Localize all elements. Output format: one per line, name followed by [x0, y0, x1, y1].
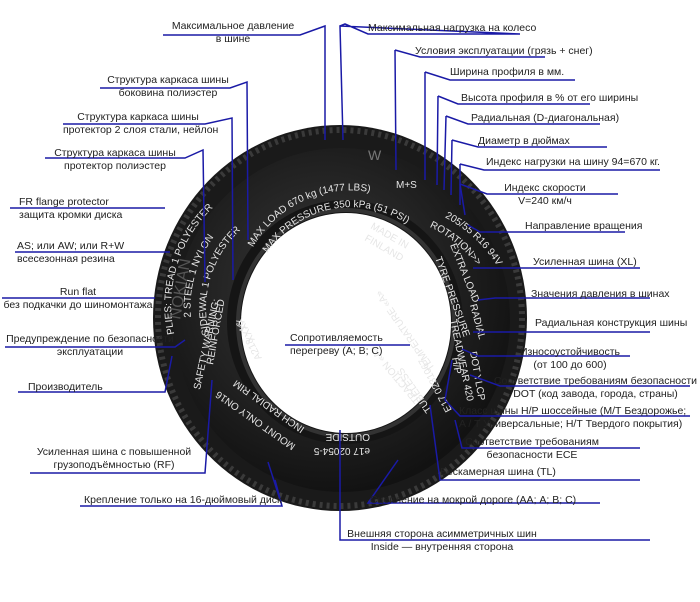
leader-pressure-values — [477, 297, 650, 301]
label-traction: Сцепление на мокрой дороге (АА; А; В; С) — [370, 494, 577, 506]
label-max-load: Максимальная нагрузка на колесо — [368, 22, 537, 34]
leader-manufacturer — [18, 355, 173, 393]
leader-lines — [2, 23, 690, 541]
leader-rf — [30, 379, 213, 474]
leader-ply-steel — [63, 117, 234, 281]
sidewall-ms: M+S — [396, 180, 417, 191]
leader-ece — [454, 419, 640, 449]
label-rotation: Направление вращения — [525, 220, 643, 232]
leader-traction — [366, 459, 600, 504]
label-load-index: Индекс нагрузки на шину 94=670 кг. — [486, 156, 660, 168]
label-tubeless: Бескамерная шина (TL) — [440, 466, 556, 478]
leader-safety — [5, 339, 186, 348]
leader-width — [424, 71, 575, 180]
leader-tubeless — [429, 404, 640, 481]
leader-outside — [339, 430, 650, 541]
leader-ply-tread — [45, 148, 206, 283]
label-conditions: Условия эксплуатации (грязь + снег) — [415, 45, 593, 57]
leader-speed-index — [459, 183, 618, 216]
label-pressure-values: Значения давления в шинах — [531, 288, 670, 300]
label-height: Высота профиля в % от его ширины — [461, 92, 639, 104]
tire-body — [153, 125, 527, 511]
leader-conditions — [394, 49, 545, 171]
leader-dot — [469, 374, 690, 387]
sidewall-outside: OUTSIDE — [325, 431, 370, 442]
leader-ply-side — [100, 80, 249, 241]
sidewall-e17b: e17 02054-5 — [313, 445, 370, 456]
label-diameter: Диаметр в дюймах — [478, 135, 570, 147]
label-class: Класс шины H/P шоссейные (М/Т Бездорожье… — [459, 405, 687, 430]
leader-treadwear — [461, 348, 630, 357]
label-radial-construction: Радиальная конструкция шины — [535, 317, 688, 329]
leader-mount — [80, 461, 283, 507]
leader-max-load — [339, 23, 521, 141]
leader-diameter — [450, 139, 607, 196]
leader-radial — [443, 115, 600, 191]
sidewall-logo: W — [368, 147, 382, 163]
leader-class — [444, 359, 690, 417]
leader-rotation — [467, 224, 625, 233]
leader-max-pressure — [163, 24, 326, 140]
label-mount: Крепление только на 16-дюймовый диск — [84, 494, 282, 506]
label-radial: Радиальная (D-диагональная) — [471, 112, 620, 124]
label-manufacturer: Производитель — [28, 381, 103, 393]
leader-height — [436, 95, 590, 186]
label-treadwear: Износоустойчивость(от 100 до 600) — [519, 346, 621, 371]
label-width: Ширина профиля в мм. — [450, 66, 565, 78]
label-xl: Усиленная шина (XL) — [533, 256, 637, 268]
